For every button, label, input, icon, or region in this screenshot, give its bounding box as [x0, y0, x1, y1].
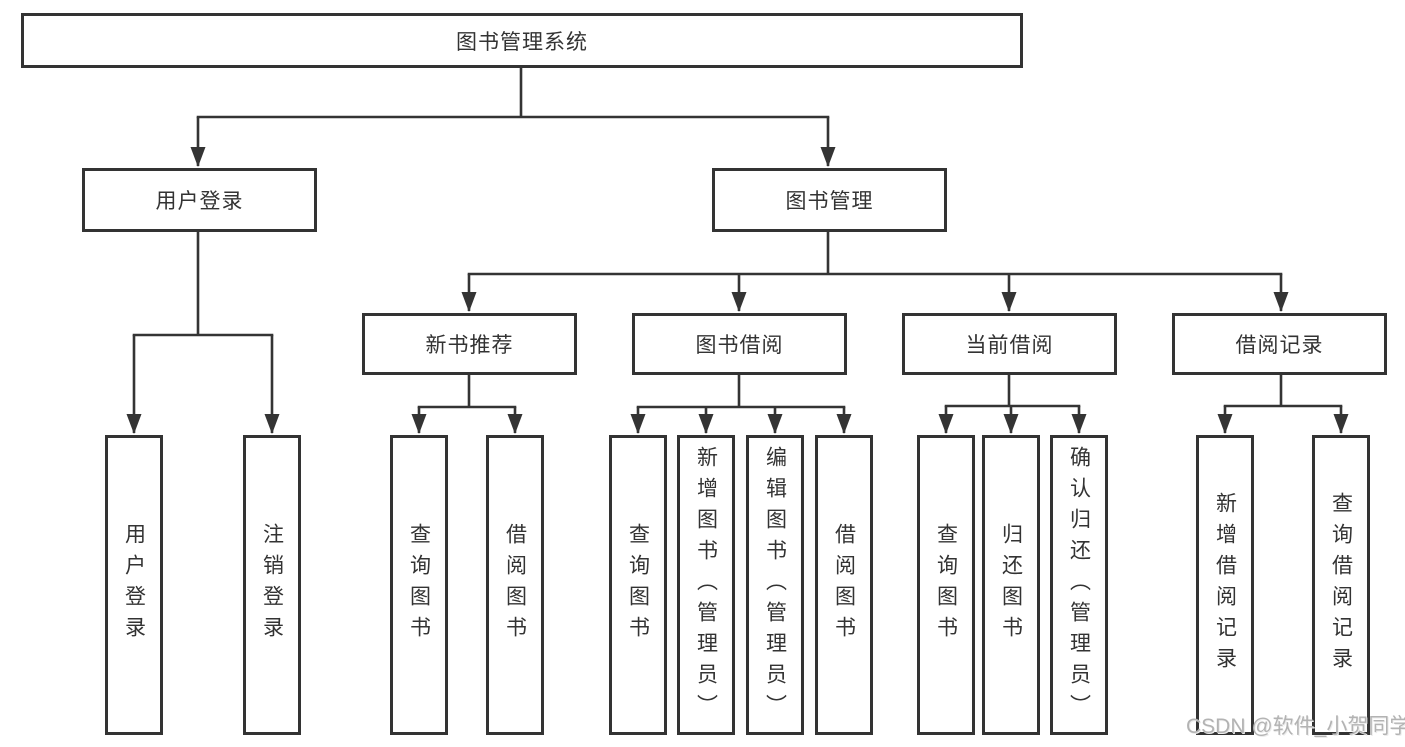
node-label: 借阅记录: [1235, 334, 1324, 357]
node-current-borrowing: 当前借阅: [902, 313, 1117, 375]
node-user-login: 用户登录: [82, 168, 317, 232]
node-new-book-recommend: 新书推荐: [362, 313, 577, 375]
leaf-label: 归还图书: [999, 523, 1023, 647]
connector-segments: [132, 66, 1343, 409]
leaf-logout: 注销登录: [243, 435, 301, 735]
node-label: 新书推荐: [425, 334, 514, 357]
node-label: 图书管理系统: [456, 30, 588, 54]
node-label: 用户登录: [155, 190, 244, 213]
node-library-management-system: 图书管理系统: [21, 13, 1023, 68]
leaf-query-books-borrowing: 查询图书: [609, 435, 667, 735]
leaf-query-books-recommend: 查询图书: [390, 435, 448, 735]
leaf-label: 编辑图书（管理员）: [763, 445, 787, 725]
csdn-watermark: CSDN @软件_小贺同学: [1186, 715, 1405, 738]
leaf-query-borrow-record: 查询借阅记录: [1312, 435, 1370, 735]
leaf-return-books: 归还图书: [982, 435, 1040, 735]
connector-arrows: [126, 117, 1349, 434]
node-book-borrowing: 图书借阅: [632, 313, 847, 375]
leaf-confirm-return-admin: 确认归还（管理员）: [1050, 435, 1108, 735]
leaf-label: 注销登录: [260, 523, 284, 647]
leaf-label: 查询图书: [626, 523, 650, 647]
leaf-label: 新增借阅记录: [1213, 492, 1237, 678]
node-label: 图书管理: [785, 190, 874, 213]
leaf-add-borrow-record: 新增借阅记录: [1196, 435, 1254, 735]
node-borrowing-records: 借阅记录: [1172, 313, 1387, 375]
leaf-label: 借阅图书: [503, 523, 527, 647]
node-label: 图书借阅: [695, 334, 784, 357]
leaf-label: 查询图书: [934, 523, 958, 647]
leaf-label: 借阅图书: [832, 523, 856, 647]
leaf-label: 查询借阅记录: [1329, 492, 1353, 678]
leaf-borrow-books-recommend: 借阅图书: [486, 435, 544, 735]
leaf-edit-books-admin: 编辑图书（管理员）: [746, 435, 804, 735]
leaf-query-books-current: 查询图书: [917, 435, 975, 735]
node-book-management: 图书管理: [712, 168, 947, 232]
leaf-label: 新增图书（管理员）: [694, 445, 718, 725]
node-label: 当前借阅: [965, 334, 1054, 357]
leaf-label: 用户登录: [122, 523, 146, 647]
leaf-borrow-books: 借阅图书: [815, 435, 873, 735]
leaf-user-login: 用户登录: [105, 435, 163, 735]
leaf-label: 查询图书: [407, 523, 431, 647]
leaf-label: 确认归还（管理员）: [1067, 445, 1091, 725]
leaf-add-books-admin: 新增图书（管理员）: [677, 435, 735, 735]
